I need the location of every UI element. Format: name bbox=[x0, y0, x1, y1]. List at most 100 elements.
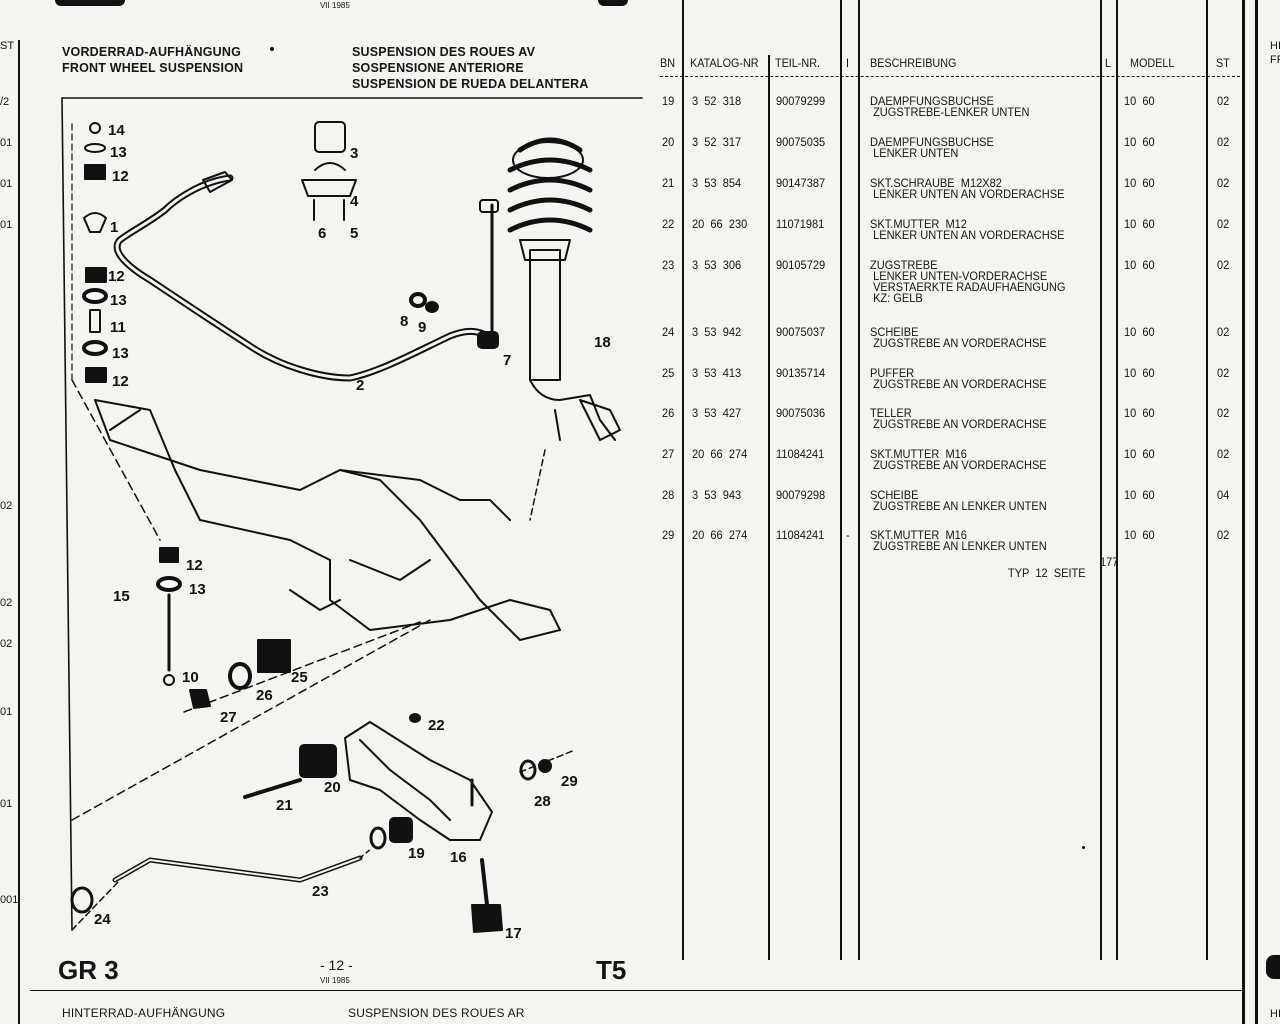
strut-spring bbox=[507, 137, 593, 233]
front-crossmember bbox=[94, 399, 561, 641]
row-st: 02 bbox=[1217, 135, 1230, 149]
row-teil-nr: 90075035 bbox=[776, 135, 826, 149]
part-1 bbox=[83, 212, 107, 233]
row-katalog-nr: 20 66 274 bbox=[692, 528, 748, 542]
callout-21: 21 bbox=[276, 797, 293, 814]
row-katalog-nr: 3 53 943 bbox=[692, 488, 742, 502]
col-header-st: ST bbox=[1216, 56, 1230, 70]
row-teil-nr: 11084241 bbox=[776, 447, 825, 461]
row-st: 02 bbox=[1217, 94, 1230, 108]
part-3 bbox=[314, 121, 346, 153]
row-description-line: SKT.MUTTER M16 bbox=[870, 528, 967, 542]
callout-22: 22 bbox=[428, 717, 445, 734]
table-rule-modell bbox=[1206, 0, 1208, 960]
callout-23: 23 bbox=[312, 883, 329, 900]
row-bn: 25 bbox=[662, 366, 675, 380]
callout-3: 3 bbox=[350, 145, 358, 162]
row-katalog-nr: 3 53 854 bbox=[692, 176, 742, 190]
row-katalog-nr: 3 52 317 bbox=[692, 135, 742, 149]
row-description-line: SCHEIBE bbox=[870, 488, 919, 502]
row-description-line: KZ: GELB bbox=[870, 291, 923, 305]
row-description-line: ZUGSTREBE bbox=[870, 258, 938, 272]
row-description-line: SKT.SCHRAUBE M12X82 bbox=[870, 176, 1002, 190]
row-bn: 29 bbox=[662, 528, 675, 542]
row-teil-nr: 11071981 bbox=[776, 217, 825, 231]
part-20 bbox=[299, 744, 337, 778]
row-katalog-nr: 3 52 318 bbox=[692, 94, 742, 108]
row-teil-nr: 11084241 bbox=[776, 528, 825, 542]
callout-24: 24 bbox=[94, 911, 111, 928]
part-25 bbox=[257, 639, 291, 673]
row-bn: 28 bbox=[662, 488, 675, 502]
next-page-right-header: SUSPENSION DES ROUES AR bbox=[348, 1006, 525, 1020]
row-description-line: PUFFER bbox=[870, 366, 915, 380]
footer-group: GR 3 bbox=[58, 955, 119, 985]
row-description-line: LENKER UNTEN AN VORDERACHSE bbox=[870, 228, 1065, 242]
row-description-line: ZUGSTREBE-LENKER UNTEN bbox=[870, 105, 1030, 119]
table-rule-bn bbox=[682, 0, 684, 960]
row-description-line: DAEMPFUNGSBUCHSE bbox=[870, 94, 994, 108]
part-28 bbox=[369, 826, 387, 850]
row-modell: 10 60 bbox=[1124, 94, 1155, 108]
callout-17: 17 bbox=[505, 925, 522, 942]
row-teil-nr: 90075037 bbox=[776, 325, 826, 339]
callout-5: 5 bbox=[350, 225, 358, 242]
right-edge-code: HI bbox=[1270, 40, 1280, 52]
callout-15: 15 bbox=[113, 588, 130, 605]
header-fr-it-es: SUSPENSION DES ROUES AV SOSPENSIONE ANTE… bbox=[352, 45, 589, 91]
col-header-l: L bbox=[1105, 56, 1112, 70]
row-st: 02 bbox=[1217, 176, 1230, 190]
row-bn: 20 bbox=[662, 135, 675, 149]
row-katalog-nr: 20 66 230 bbox=[692, 217, 748, 231]
col-header-katalog: KATALOG-NR bbox=[690, 56, 759, 70]
callout-25: 25 bbox=[291, 669, 308, 686]
row-description-line: SCHEIBE bbox=[870, 325, 919, 339]
callout-19: 19 bbox=[408, 845, 425, 862]
row-modell: 10 60 bbox=[1124, 366, 1155, 380]
part-13 bbox=[84, 143, 106, 153]
right-edge-mark bbox=[1266, 955, 1280, 979]
callout-20: 20 bbox=[324, 779, 341, 796]
callout-28: 28 bbox=[534, 793, 551, 810]
row-katalog-nr: 3 53 413 bbox=[692, 366, 742, 380]
callout-16: 16 bbox=[450, 849, 467, 866]
row-modell: 10 60 bbox=[1124, 406, 1155, 420]
row-st: 02 bbox=[1217, 447, 1230, 461]
callout-12: 12 bbox=[112, 168, 129, 185]
callout-9: 9 bbox=[418, 319, 426, 336]
header-separator bbox=[660, 76, 1240, 77]
table-rule-teil bbox=[840, 0, 842, 960]
col-header-modell: MODELL bbox=[1130, 56, 1175, 70]
row-description-line: ZUGSTREBE AN VORDERACHSE bbox=[870, 377, 1047, 391]
row-katalog-nr: 3 53 427 bbox=[692, 406, 742, 420]
part-24 bbox=[70, 886, 94, 914]
row-modell: 10 60 bbox=[1124, 488, 1155, 502]
row-teil-nr: 90135714 bbox=[776, 366, 826, 380]
callout-2: 2 bbox=[356, 377, 364, 394]
next-page-left-header: HINTERRAD-AUFHÄNGUNG bbox=[62, 1006, 226, 1020]
row-bn: 24 bbox=[662, 325, 675, 339]
row-description-line: ZUGSTREBE AN LENKER UNTEN bbox=[870, 539, 1047, 553]
col-header-beschreibung: BESCHREIBUNG bbox=[870, 56, 957, 70]
stabilizer-bar bbox=[113, 174, 492, 382]
callout-18: 18 bbox=[594, 334, 611, 351]
row-description-line: LENKER UNTEN AN VORDERACHSE bbox=[870, 187, 1065, 201]
callout-1: 1 bbox=[110, 219, 118, 236]
lower-control-arm bbox=[344, 721, 493, 841]
callout-13: 13 bbox=[110, 144, 127, 161]
callout-29: 29 bbox=[561, 773, 578, 790]
part-19 bbox=[389, 817, 413, 843]
row-teil-nr: 90079298 bbox=[776, 488, 826, 502]
callout-11: 11 bbox=[110, 319, 126, 336]
callout-10: 10 bbox=[182, 669, 199, 686]
table-rule-l bbox=[1100, 0, 1102, 960]
left-page-border bbox=[18, 40, 20, 1024]
row-description-line: DAEMPFUNGSBUCHSE bbox=[870, 135, 994, 149]
row-teil-nr: 90075036 bbox=[776, 406, 826, 420]
row-st: 02 bbox=[1217, 366, 1230, 380]
row-modell: 10 60 bbox=[1124, 447, 1155, 461]
table-rule-i bbox=[858, 0, 860, 960]
col-header-i: I bbox=[846, 56, 850, 70]
row-st: 02 bbox=[1217, 217, 1230, 231]
row-st: 02 bbox=[1217, 258, 1230, 272]
